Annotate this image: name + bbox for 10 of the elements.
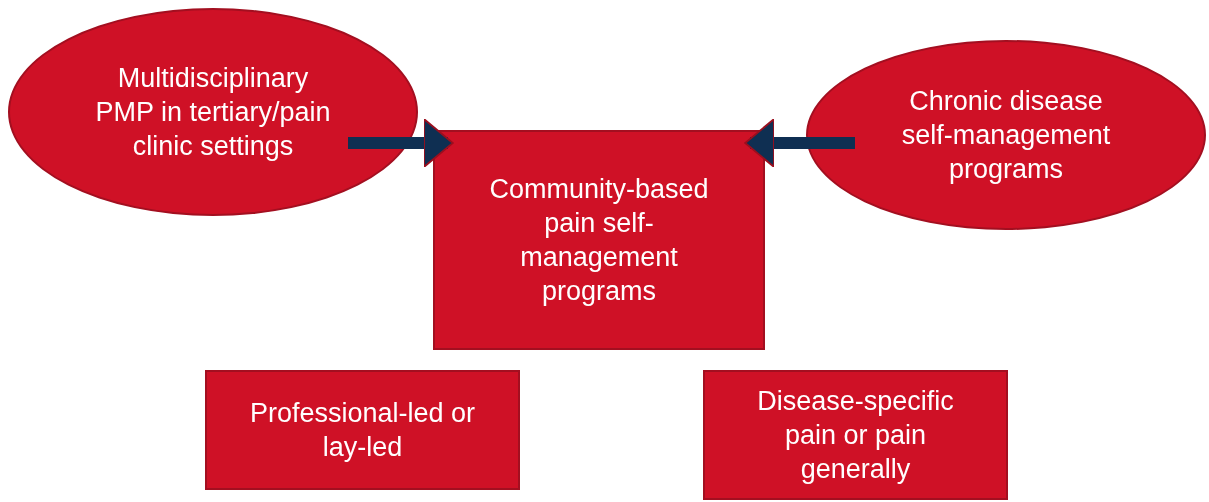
block-arrow — [744, 118, 855, 168]
process-box — [703, 370, 1008, 500]
process-box — [205, 370, 520, 490]
node-label: Multidisciplinary PMP in tertiary/pain clinic settings — [94, 62, 332, 163]
process-box — [433, 130, 765, 350]
node-label: Community-based pain self-management programs — [488, 173, 710, 308]
block-arrow — [348, 118, 454, 168]
node-label: Disease-specific pain or pain generally — [756, 385, 955, 486]
node-label: Professional-led or lay-led — [248, 397, 477, 464]
node-label: Chronic disease self-management programs — [900, 85, 1112, 186]
